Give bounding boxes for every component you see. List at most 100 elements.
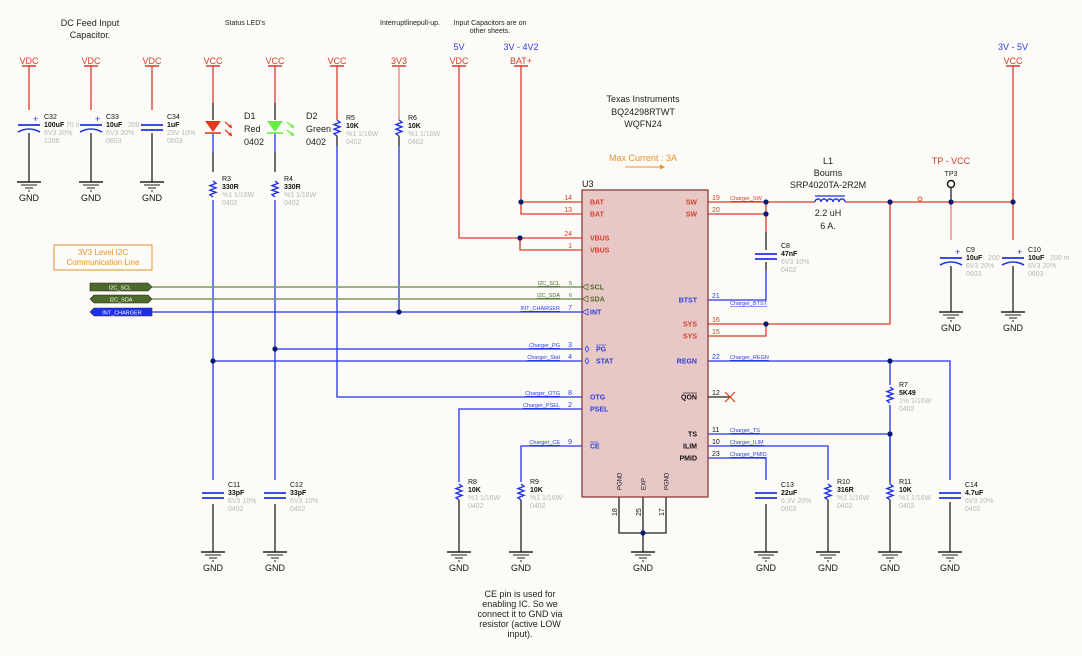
gnd-label: GND <box>142 193 163 203</box>
polarity-plus-icon: + <box>95 114 100 124</box>
junction-dot <box>518 199 524 205</box>
pin-name: BAT <box>590 212 605 219</box>
cap-rating: 6V3 20% <box>106 130 134 137</box>
res-ref: R6 <box>408 115 417 122</box>
res-package: 0402 <box>346 139 362 146</box>
ic-vendor: Texas Instruments <box>606 94 680 104</box>
pin-name: SYS <box>683 334 697 341</box>
inductor-part: SRP4020TA-2R2M <box>790 180 866 190</box>
cap-value: 33pF <box>228 490 245 497</box>
gnd-label: GND <box>940 563 961 573</box>
pin-number: 25 <box>636 508 643 516</box>
res-rating: %1 1/16W <box>530 495 563 502</box>
led-package: 0402 <box>306 137 326 147</box>
cap-rating: 6V3 20% <box>44 130 72 137</box>
pin-name: VBUS <box>590 248 610 255</box>
svg-text:INT_CHARGER: INT_CHARGER <box>102 311 141 317</box>
pin-name: INT <box>590 310 602 317</box>
voltage-note-5v: 5V <box>453 42 464 52</box>
pin-number: 3 <box>568 342 572 349</box>
junction-dot <box>272 346 278 352</box>
cap-package: 0603 <box>106 138 122 145</box>
max-current-note: Max Current : 3A <box>609 153 677 163</box>
cap-ref: C32 <box>44 114 57 121</box>
res-rating: %1 1/16W <box>468 495 501 502</box>
res-value: 5K49 <box>899 390 916 397</box>
cap-esr: 200 m <box>988 255 1008 262</box>
gnd-label: GND <box>756 563 777 573</box>
pin-name: BAT <box>590 200 605 207</box>
note-status-leds: Status LED's <box>225 20 266 27</box>
cap-ref: C14 <box>965 482 978 489</box>
cap-package: 0402 <box>965 506 981 513</box>
res-ref: R3 <box>222 176 231 183</box>
pin-name: OTG <box>590 395 606 402</box>
net-label-charger-ce: Charger_CE <box>529 440 560 446</box>
res-ref: R5 <box>346 115 355 122</box>
testpoint-tp3[interactable]: TP3 <box>917 171 958 202</box>
pin-name: BTST <box>679 298 698 305</box>
note-dc-feed-1: DC Feed Input <box>61 18 120 28</box>
port-i2c-sda[interactable]: I2C_SDA <box>89 294 153 304</box>
polarity-plus-icon: + <box>955 247 960 257</box>
cap-package: 0603 <box>781 506 797 513</box>
note-dc-feed-2: Capacitor. <box>70 30 111 40</box>
pin-number: 22 <box>712 354 720 361</box>
cap-ref: C12 <box>290 482 303 489</box>
power-port-bat-plus: BAT+3V - 4V2 <box>503 42 539 67</box>
ic-u3[interactable]: U3 <box>581 179 709 498</box>
res-rating: %1 1/16W <box>346 131 379 138</box>
pin-number: 13 <box>564 207 572 214</box>
res-ref: R8 <box>468 479 477 486</box>
junction-dot <box>1010 199 1016 205</box>
svg-text:enabling IC. So we: enabling IC. So we <box>482 599 558 609</box>
net-label-int-charger: INT_CHARGER <box>521 306 560 312</box>
junction-dot <box>763 321 769 327</box>
gnd-label: GND <box>941 323 962 333</box>
res-rating: %1 1/16W <box>222 192 255 199</box>
junction-dot <box>763 199 769 205</box>
power-port-vcc-r5-label: VCC <box>327 56 347 66</box>
port-i2c-scl[interactable]: I2C_SCL <box>89 282 153 292</box>
port-int-charger[interactable]: INT_CHARGER <box>89 307 153 317</box>
gnd-label: GND <box>1003 323 1024 333</box>
net-marker-icon <box>917 196 923 202</box>
pin-open-drain-icon <box>584 345 590 353</box>
cap-ref: C11 <box>228 482 240 489</box>
pin-number: 23 <box>712 451 720 458</box>
svg-text:CE pin is used for: CE pin is used for <box>484 589 555 599</box>
pin-name: PGND <box>618 472 624 490</box>
pin-name: VBUS <box>590 236 610 243</box>
res-ref: R11 <box>899 479 911 486</box>
i2c-note-line1: 3V3 Level I2C <box>78 248 128 257</box>
